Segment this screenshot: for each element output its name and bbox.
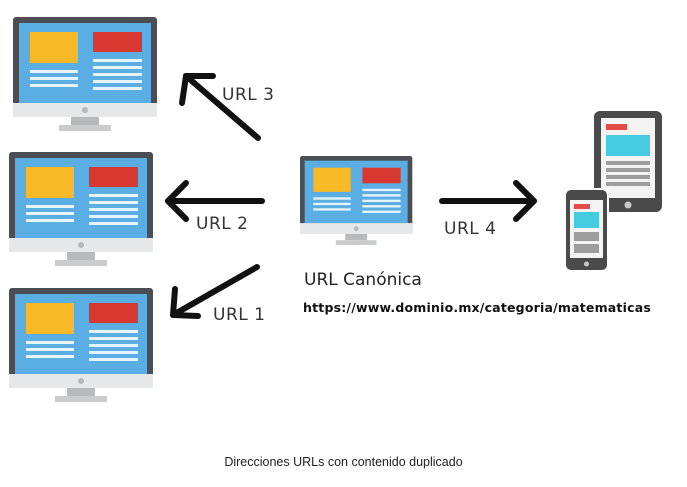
canonical-url: https://www.dominio.mx/categoria/matemat… xyxy=(303,300,651,315)
label-url2: URL 2 xyxy=(196,214,249,234)
label-url3: URL 3 xyxy=(222,85,275,105)
figure-caption: Direcciones URLs con contenido duplicado xyxy=(224,455,463,469)
tablet-icon xyxy=(594,111,662,212)
arrow-url4-icon xyxy=(439,180,537,222)
monitor-url3-icon xyxy=(13,17,157,131)
monitor-url2-icon xyxy=(9,152,153,266)
arrow-url1-icon xyxy=(170,264,260,319)
label-url1: URL 1 xyxy=(213,305,266,325)
arrow-url3-icon xyxy=(179,73,261,141)
phone-icon xyxy=(564,188,609,272)
arrow-url2-icon xyxy=(165,180,265,222)
monitor-url1-icon xyxy=(9,288,153,402)
monitor-canonical-icon xyxy=(300,156,413,245)
canonical-title: URL Canónica xyxy=(304,270,422,290)
label-url4: URL 4 xyxy=(444,219,497,239)
